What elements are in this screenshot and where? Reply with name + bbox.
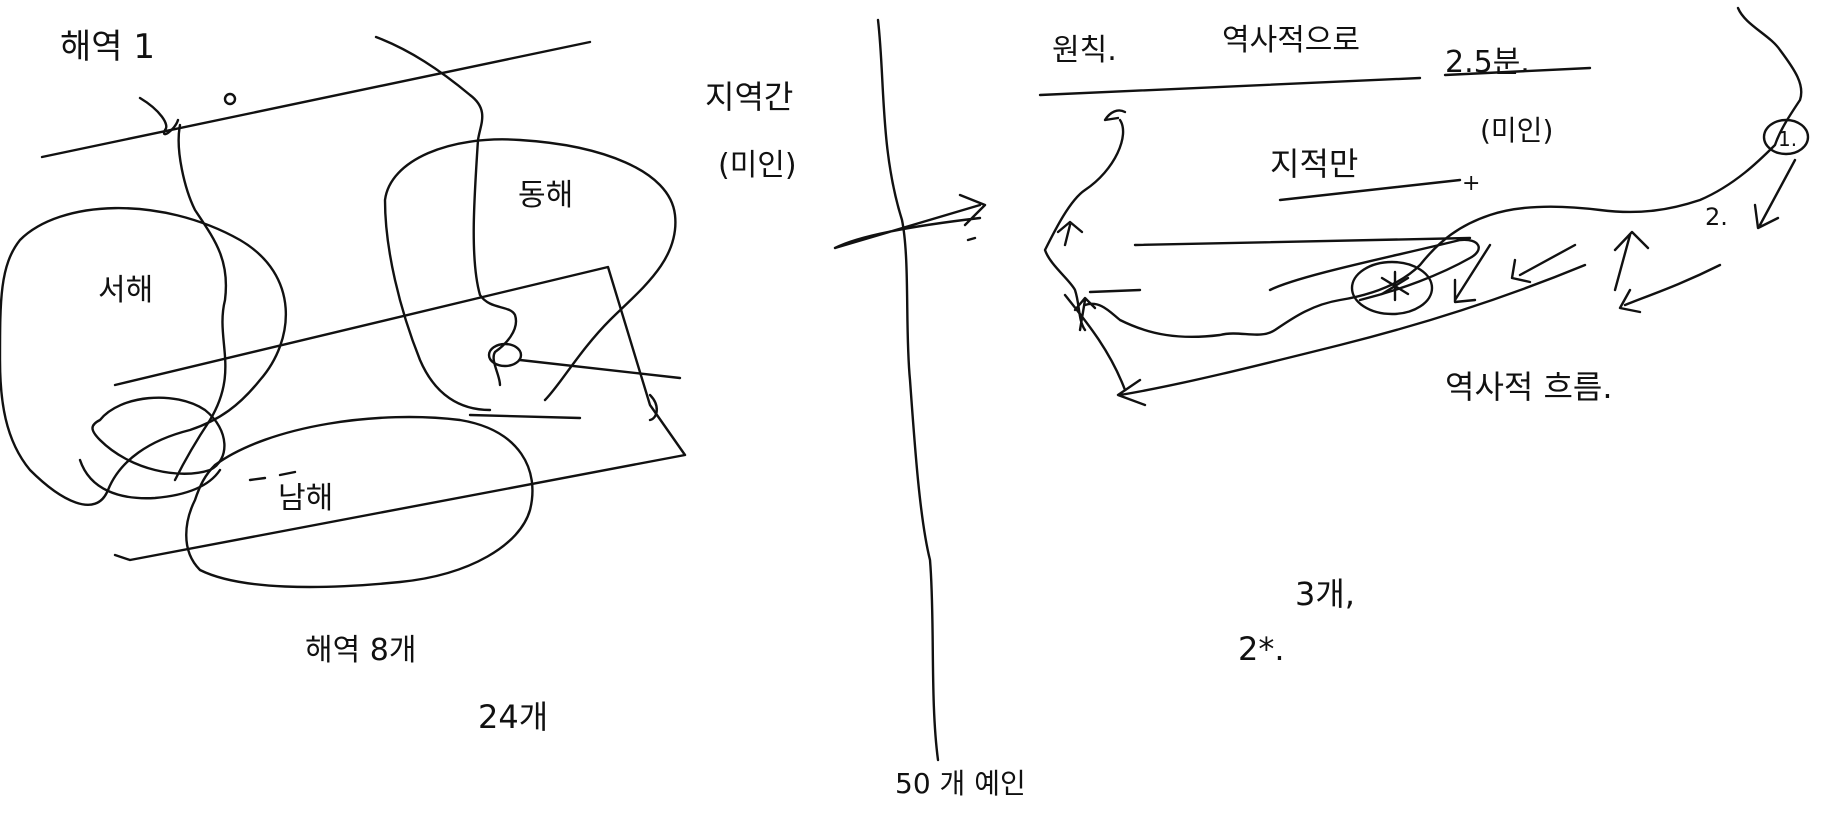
area-count-label: 해역 8개: [305, 633, 416, 668]
arrow-up-right: [1613, 230, 1650, 292]
crossing-arrow: [833, 193, 987, 250]
east-inner-line: [518, 358, 682, 380]
header-underline-right: [1443, 66, 1592, 77]
west-coastline: [138, 96, 228, 482]
east-small-circle: [487, 342, 523, 368]
left-panel: 해역 1 서해 동해 남해 해역 8개 24개: [0, 27, 687, 736]
west-region-oval: [0, 206, 287, 507]
right-left-coast: [1043, 118, 1125, 332]
inner-line-top: [1133, 236, 1472, 247]
middle-label-line1: 지역간: [705, 78, 793, 116]
label-jijeok: 지적만: [1270, 145, 1358, 183]
right-coastline: [1083, 6, 1803, 339]
region-south-label: 남해: [278, 481, 333, 516]
right-panel: 원칙. 역사적으로 2.5분. 지적만 (미인) +: [1038, 6, 1810, 668]
inner-line-bottom: [1088, 288, 1142, 294]
vertical-divider: [876, 18, 940, 762]
circle-mark-label: 1.: [1778, 127, 1797, 151]
middle-label-line2: (미인): [718, 148, 797, 183]
top-diagonal-line: [40, 40, 592, 159]
star-mark-inner: [1380, 270, 1410, 302]
right-notch-line: [648, 393, 658, 422]
lower-loop-connector: [78, 458, 222, 500]
header-left: 원칙.: [1052, 33, 1117, 68]
count-three: 3개,: [1295, 575, 1355, 613]
up-arrow-left-2: [1073, 296, 1097, 332]
middle-section: 지역간 (미인) 50 개 예인: [705, 18, 1026, 800]
central-loop: [91, 396, 226, 475]
central-parallelogram: [113, 265, 687, 562]
east-inner-line-2: [468, 413, 582, 420]
small-mark: +: [1462, 171, 1480, 196]
arrow-diag-3: [1618, 263, 1722, 314]
up-arrow-left-1: [1056, 220, 1084, 247]
arrow-diag-2: [1510, 243, 1577, 284]
small-circle-mark: [223, 92, 237, 106]
region-east-label: 동해: [518, 178, 573, 213]
arrow-from-circle: [1753, 158, 1797, 230]
header-underline: [1038, 76, 1422, 97]
header-middle: 역사적으로: [1222, 23, 1360, 58]
long-bottom-arrow: [1116, 263, 1587, 407]
region-west-label: 서해: [98, 273, 153, 308]
count-two-star: 2*.: [1238, 630, 1285, 668]
total-count-label: 24개: [478, 698, 548, 736]
inner-band: [1268, 238, 1480, 302]
mark-two: 2.: [1705, 203, 1728, 231]
star-circle: [1350, 260, 1434, 316]
south-inner-mark: [248, 470, 297, 482]
left-title: 해역 1: [60, 27, 155, 67]
left-diagonal: [1063, 293, 1127, 392]
jijeok-underline: [1278, 178, 1462, 202]
south-region-oval: [185, 415, 534, 589]
east-coastline: [374, 35, 518, 387]
upward-arrow-topleft: [1103, 109, 1127, 122]
label-paren: (미인): [1480, 114, 1553, 147]
circle-mark: [1762, 118, 1810, 156]
middle-bottom-label: 50 개 예인: [895, 767, 1026, 800]
history-flow-label: 역사적 흐름.: [1445, 368, 1613, 406]
crossing-arrow-tick: [966, 236, 977, 242]
arrow-diag-1: [1453, 243, 1492, 304]
east-region-oval: [383, 138, 677, 412]
